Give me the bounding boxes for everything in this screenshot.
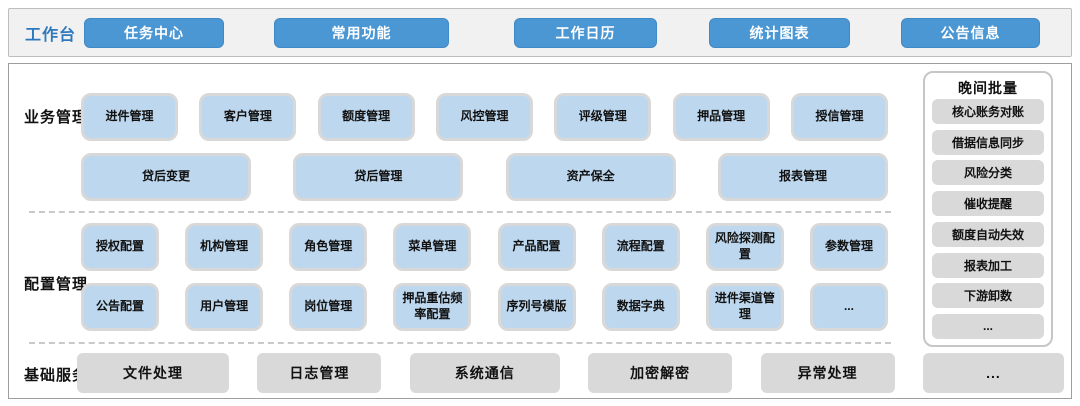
module-box: 贷后管理 — [293, 153, 464, 201]
service-box: 异常处理 — [760, 353, 895, 393]
dashed-divider — [29, 211, 891, 213]
module-box: 角色管理 — [289, 223, 368, 271]
business-row-2: 贷后变更 贷后管理 资产保全 报表管理 — [81, 153, 888, 201]
batch-job-item: 借据信息同步 — [932, 129, 1044, 155]
business-row-1: 进件管理 客户管理 额度管理 风控管理 评级管理 押品管理 授信管理 — [81, 93, 888, 141]
service-box-ellipsis: ... — [922, 353, 1064, 393]
batch-job-item-ellipsis: ... — [932, 313, 1044, 339]
module-box: 进件管理 — [81, 93, 178, 141]
workbench-button-task-center: 任务中心 — [84, 18, 224, 48]
batch-job-item: 报表加工 — [932, 252, 1044, 278]
service-box: 日志管理 — [257, 353, 382, 393]
main-panel: 业务管理 配置管理 基础服务 进件管理 客户管理 额度管理 风控管理 评级管理 … — [8, 63, 1072, 399]
config-row-1: 授权配置 机构管理 角色管理 菜单管理 产品配置 流程配置 风险探测配置 参数管… — [81, 223, 888, 271]
section-label-business-management: 业务管理 — [23, 109, 88, 126]
module-box: 流程配置 — [601, 223, 680, 271]
workbench-button-work-calendar: 工作日历 — [514, 18, 657, 48]
section-label-config-management: 配置管理 — [23, 276, 88, 293]
module-box: 押品重估频率配置 — [393, 283, 472, 331]
batch-job-item: 下游卸数 — [932, 283, 1044, 309]
module-box: 机构管理 — [185, 223, 264, 271]
batch-job-item: 风险分类 — [932, 160, 1044, 186]
night-batch-items: 核心账务对账 借据信息同步 风险分类 催收提醒 额度自动失效 报表加工 下游卸数… — [932, 99, 1044, 339]
module-box: 用户管理 — [185, 283, 264, 331]
module-box: 授权配置 — [81, 223, 159, 271]
service-box: 系统通信 — [409, 353, 560, 393]
module-box-ellipsis: ... — [809, 283, 888, 331]
workbench-button-statistics-charts: 统计图表 — [709, 18, 850, 48]
module-box: 授信管理 — [790, 93, 888, 141]
dashed-divider — [29, 342, 891, 344]
module-box: 参数管理 — [809, 223, 888, 271]
module-box: 贷后变更 — [81, 153, 251, 201]
section-label-base-services: 基础服务 — [23, 367, 88, 384]
service-box: 文件处理 — [77, 353, 229, 393]
night-batch-title: 晚间批量 — [958, 80, 1018, 96]
module-box: 客户管理 — [199, 93, 297, 141]
night-batch-panel: 晚间批量 核心账务对账 借据信息同步 风险分类 催收提醒 额度自动失效 报表加工… — [923, 71, 1053, 347]
config-row-2: 公告配置 用户管理 岗位管理 押品重估频率配置 序列号模版 数据字典 进件渠道管… — [81, 283, 888, 331]
batch-job-item: 额度自动失效 — [932, 221, 1044, 247]
module-box: 菜单管理 — [393, 223, 472, 271]
batch-job-item: 催收提醒 — [932, 191, 1044, 217]
service-box: 加密解密 — [588, 353, 733, 393]
module-box: 序列号模版 — [497, 283, 576, 331]
module-box: 报表管理 — [717, 153, 888, 201]
module-box: 风控管理 — [435, 93, 533, 141]
workbench-label: 工作台 — [25, 26, 77, 44]
workbench-bar: 工作台 任务中心 常用功能 工作日历 统计图表 公告信息 — [8, 8, 1072, 57]
module-box: 风险探测配置 — [705, 223, 784, 271]
module-box: 进件渠道管理 — [705, 283, 784, 331]
module-box: 资产保全 — [505, 153, 676, 201]
module-box: 公告配置 — [81, 283, 159, 331]
base-services-row: 文件处理 日志管理 系统通信 加密解密 异常处理 ... — [77, 353, 1064, 393]
module-box: 押品管理 — [672, 93, 770, 141]
workbench-button-announcements: 公告信息 — [901, 18, 1040, 48]
module-box: 产品配置 — [497, 223, 576, 271]
batch-job-item: 核心账务对账 — [932, 99, 1044, 124]
module-box: 额度管理 — [317, 93, 415, 141]
module-box: 数据字典 — [601, 283, 680, 331]
module-box: 评级管理 — [554, 93, 652, 141]
module-box: 岗位管理 — [289, 283, 368, 331]
workbench-button-common-functions: 常用功能 — [274, 18, 449, 48]
